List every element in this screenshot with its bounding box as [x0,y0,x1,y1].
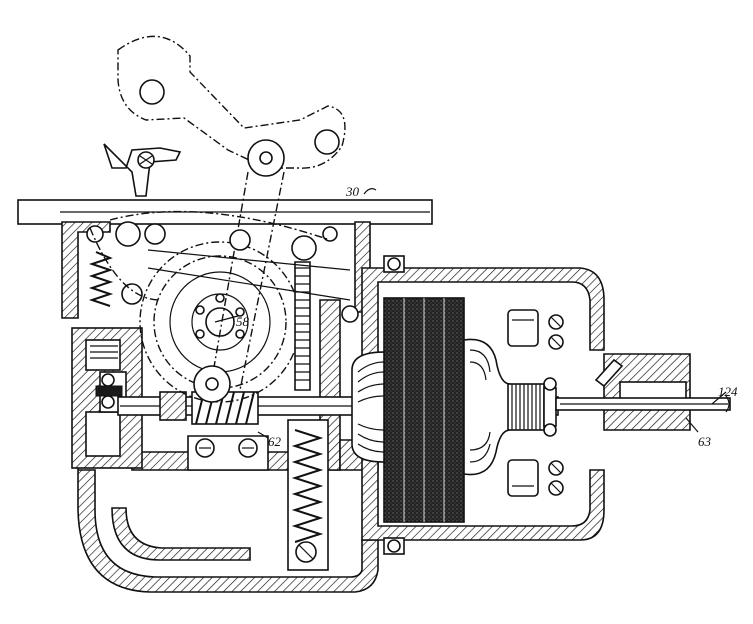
pivot-discs [86,210,359,403]
label-62: 62 [268,434,282,449]
commutator [507,377,557,437]
label-63: 63 [698,434,712,449]
output-shaft-124 [555,395,731,413]
motor-armature [351,338,511,476]
output-bearing-sleeve-63 [594,353,691,431]
motor-housing [361,255,605,555]
label-30: 30 [345,184,360,199]
left-spring [88,251,114,307]
brush-holders [507,309,564,497]
leader-lines [214,188,727,439]
motor-stator [383,297,465,523]
label-58: 58 [236,314,250,329]
latch-pawl [103,143,182,197]
upper-lever-linkage [117,35,346,391]
top-flange-plate [17,199,433,225]
label-124: 124 [718,384,738,399]
worm-gear-62 [187,391,269,471]
vertical-spring [287,419,329,571]
